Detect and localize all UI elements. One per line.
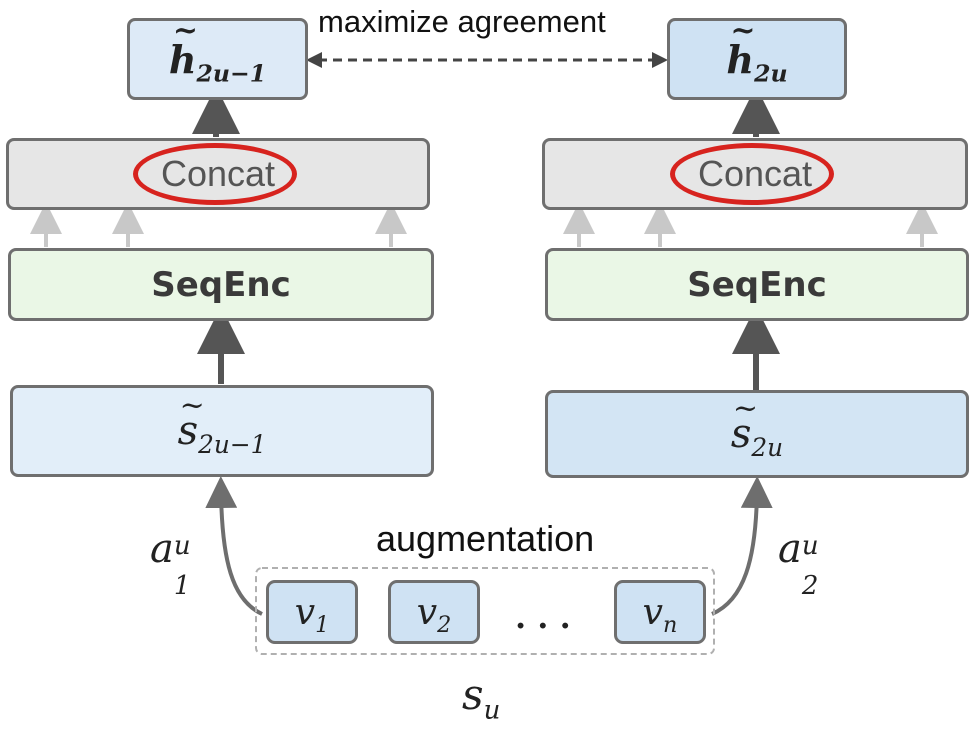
left-augmented-sequence-box: ~s2u−1 bbox=[10, 385, 434, 477]
agreement-arrow bbox=[306, 52, 668, 68]
left-concat-box: Concat bbox=[6, 138, 430, 210]
right-augmented-sequence-box: ~s2u bbox=[545, 390, 969, 478]
sequence-label: su bbox=[462, 670, 501, 726]
right-s-symbol: ~s2u bbox=[730, 391, 784, 462]
sequence-item-vn: vn bbox=[614, 580, 706, 644]
right-augmentation-arrow bbox=[711, 476, 773, 616]
left-seqenc-box: SeqEnc bbox=[8, 248, 434, 321]
right-h-subscript: 2u bbox=[754, 59, 788, 88]
sequence-container bbox=[255, 567, 715, 655]
left-s-subscript: 2u−1 bbox=[198, 430, 267, 459]
right-s-subscript: 2u bbox=[751, 433, 784, 462]
left-augmentation-arrow bbox=[205, 476, 263, 616]
right-concat-highlight-ring bbox=[669, 143, 835, 205]
right-h-embedding-box: ~h2u bbox=[667, 12, 847, 100]
left-h-subscript: 2u−1 bbox=[196, 59, 267, 88]
sequence-item-v2: v2 bbox=[388, 580, 480, 644]
sequence-ellipsis: . . . bbox=[515, 598, 571, 636]
left-augmentation-symbol: a u 1 bbox=[150, 526, 191, 601]
left-h-tilde: ~ bbox=[172, 12, 198, 48]
right-s-tilde: ~ bbox=[732, 391, 758, 426]
sequence-item-v1: v1 bbox=[266, 580, 358, 644]
left-concat-highlight-ring bbox=[132, 143, 298, 205]
left-h-symbol: ~h2u−1 bbox=[168, 12, 267, 88]
right-h-tilde: ~ bbox=[730, 12, 756, 48]
maximize-agreement-label: maximize agreement bbox=[318, 4, 606, 39]
left-seqenc-label: SeqEnc bbox=[151, 264, 291, 305]
right-concat-box: Concat bbox=[542, 138, 968, 210]
left-s-symbol: ~s2u−1 bbox=[177, 388, 267, 459]
left-s-tilde: ~ bbox=[179, 388, 205, 423]
right-seqenc-box: SeqEnc bbox=[545, 248, 969, 321]
right-concat-label: Concat bbox=[669, 143, 835, 205]
left-h-embedding-box: ~h2u−1 bbox=[127, 12, 308, 100]
left-concat-label: Concat bbox=[132, 143, 298, 205]
right-h-symbol: ~h2u bbox=[726, 12, 788, 88]
augmentation-label: augmentation bbox=[376, 518, 595, 559]
right-seqenc-label: SeqEnc bbox=[687, 264, 827, 305]
right-augmentation-symbol: a u 2 bbox=[778, 526, 819, 601]
